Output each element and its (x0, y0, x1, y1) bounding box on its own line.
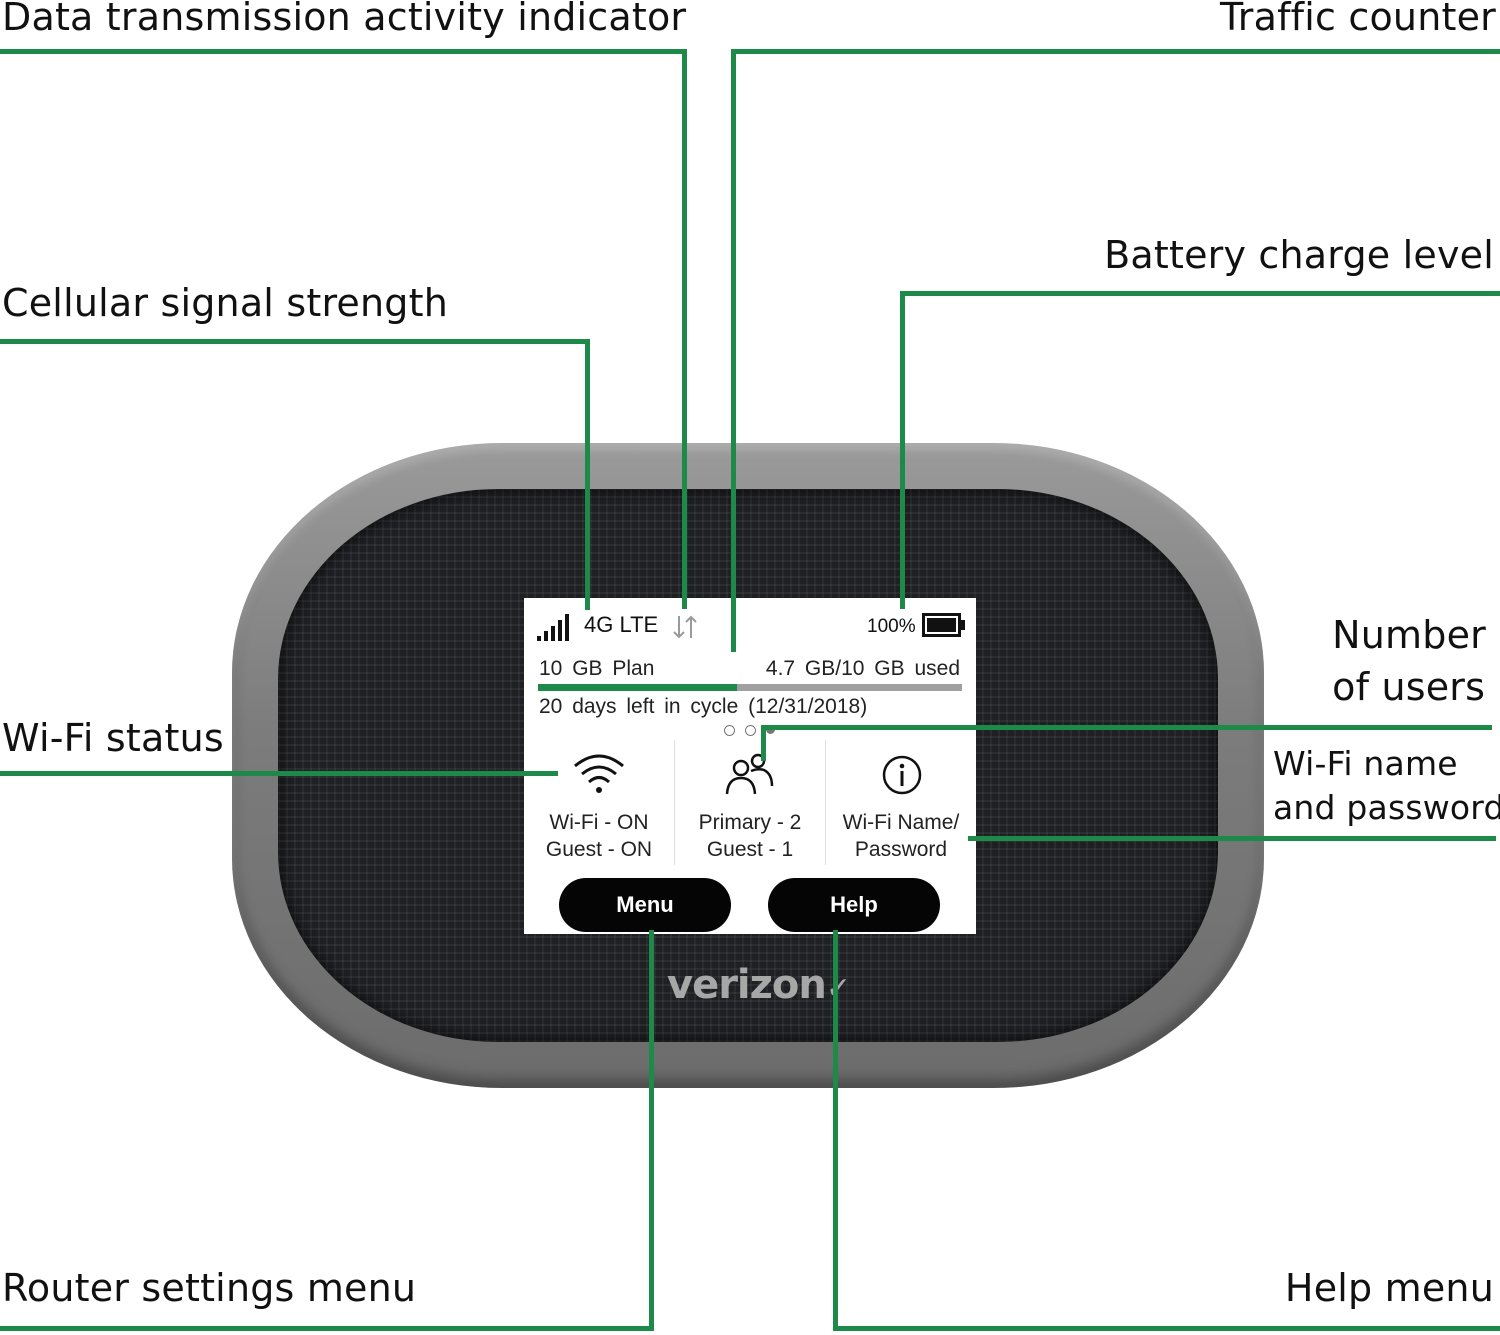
tile-divider (825, 740, 826, 865)
callout-wifi-name-label: Wi-Fi name and password (1273, 745, 1500, 827)
signal-bars-icon (537, 614, 569, 641)
help-button[interactable]: Help (768, 878, 940, 932)
users-line1: Primary - 2 (698, 811, 802, 834)
callout-wifi-name-line2: and password (1273, 787, 1500, 827)
wifi-status-text: Wi-Fi - ON Guest - ON (524, 809, 674, 863)
verizon-logo: verizon✓ (667, 962, 851, 1008)
data-used: 4.7 GB/10 GB used (765, 657, 960, 680)
wifi-name-tile[interactable]: Wi-Fi Name/ Password (826, 748, 976, 870)
leader-line-wifi-status (0, 771, 558, 776)
leader-line-menu (649, 930, 654, 1331)
wifi-status-line2: Guest - ON (545, 838, 653, 861)
callout-help-label: Help menu (1284, 1266, 1494, 1310)
info-icon (882, 755, 922, 795)
menu-button[interactable]: Menu (559, 878, 731, 932)
wifi-status-tile[interactable]: Wi-Fi - ON Guest - ON (524, 748, 674, 870)
battery-fill (927, 618, 956, 632)
checkmark-icon: ✓ (826, 971, 851, 1006)
leader-line-battery (900, 291, 1500, 296)
leader-line-help (833, 930, 838, 1331)
leader-line-battery (900, 291, 905, 609)
wifi-name-line2: Password (854, 838, 948, 861)
usage-progress-fill (538, 684, 738, 691)
plan-size: 10 GB Plan (539, 657, 655, 680)
leader-line-users (761, 725, 766, 761)
callout-wifi-status-label: Wi-Fi status (2, 716, 224, 760)
wifi-icon (574, 754, 624, 793)
callout-menu-label: Router settings menu (2, 1266, 417, 1310)
leader-line-help (833, 1326, 1500, 1331)
callout-traffic-label: Traffic counter (1219, 0, 1496, 39)
users-line2: Guest - 1 (706, 838, 794, 861)
leader-line-signal (585, 339, 590, 610)
leader-line-users (761, 725, 1492, 730)
network-type: 4G LTE (584, 612, 659, 637)
callout-users-label: Number of users (1332, 613, 1486, 709)
battery-percent: 100% (867, 616, 916, 637)
users-text: Primary - 2 Guest - 1 (675, 809, 825, 863)
wifi-name-line1: Wi-Fi Name/ (842, 811, 960, 834)
wifi-status-line1: Wi-Fi - ON (549, 811, 649, 834)
leader-line-traffic (731, 49, 736, 652)
users-icon (725, 753, 774, 795)
leader-line-activity (682, 49, 687, 609)
wifi-name-text: Wi-Fi Name/ Password (826, 809, 976, 863)
device-screen: 4G LTE 100% 10 GB Plan 4.7 GB/10 GB used… (524, 598, 976, 934)
tile-divider (674, 740, 675, 865)
brand-text: verizon (667, 962, 827, 1008)
leader-line-activity (0, 49, 687, 54)
leader-line-menu (0, 1326, 654, 1331)
callout-signal-label: Cellular signal strength (2, 281, 448, 325)
callout-users-line1: Number (1332, 613, 1486, 657)
leader-line-signal (0, 339, 590, 344)
usage-progress-track (538, 684, 962, 691)
connected-users-tile[interactable]: Primary - 2 Guest - 1 (675, 748, 825, 870)
cycle-info: 20 days left in cycle (12/31/2018) (539, 695, 868, 718)
battery-icon (922, 613, 965, 637)
callout-wifi-name-line1: Wi-Fi name (1273, 744, 1458, 783)
leader-line-traffic (731, 49, 1500, 54)
leader-line-wifi-name (968, 836, 1496, 841)
callout-battery-label: Battery charge level (1104, 233, 1494, 277)
page-dot-1[interactable] (724, 725, 735, 736)
page-dot-2[interactable] (745, 725, 756, 736)
callout-activity-label: Data transmission activity indicator (2, 0, 687, 39)
callout-users-line2: of users (1332, 664, 1486, 709)
data-arrows-icon (673, 615, 697, 639)
